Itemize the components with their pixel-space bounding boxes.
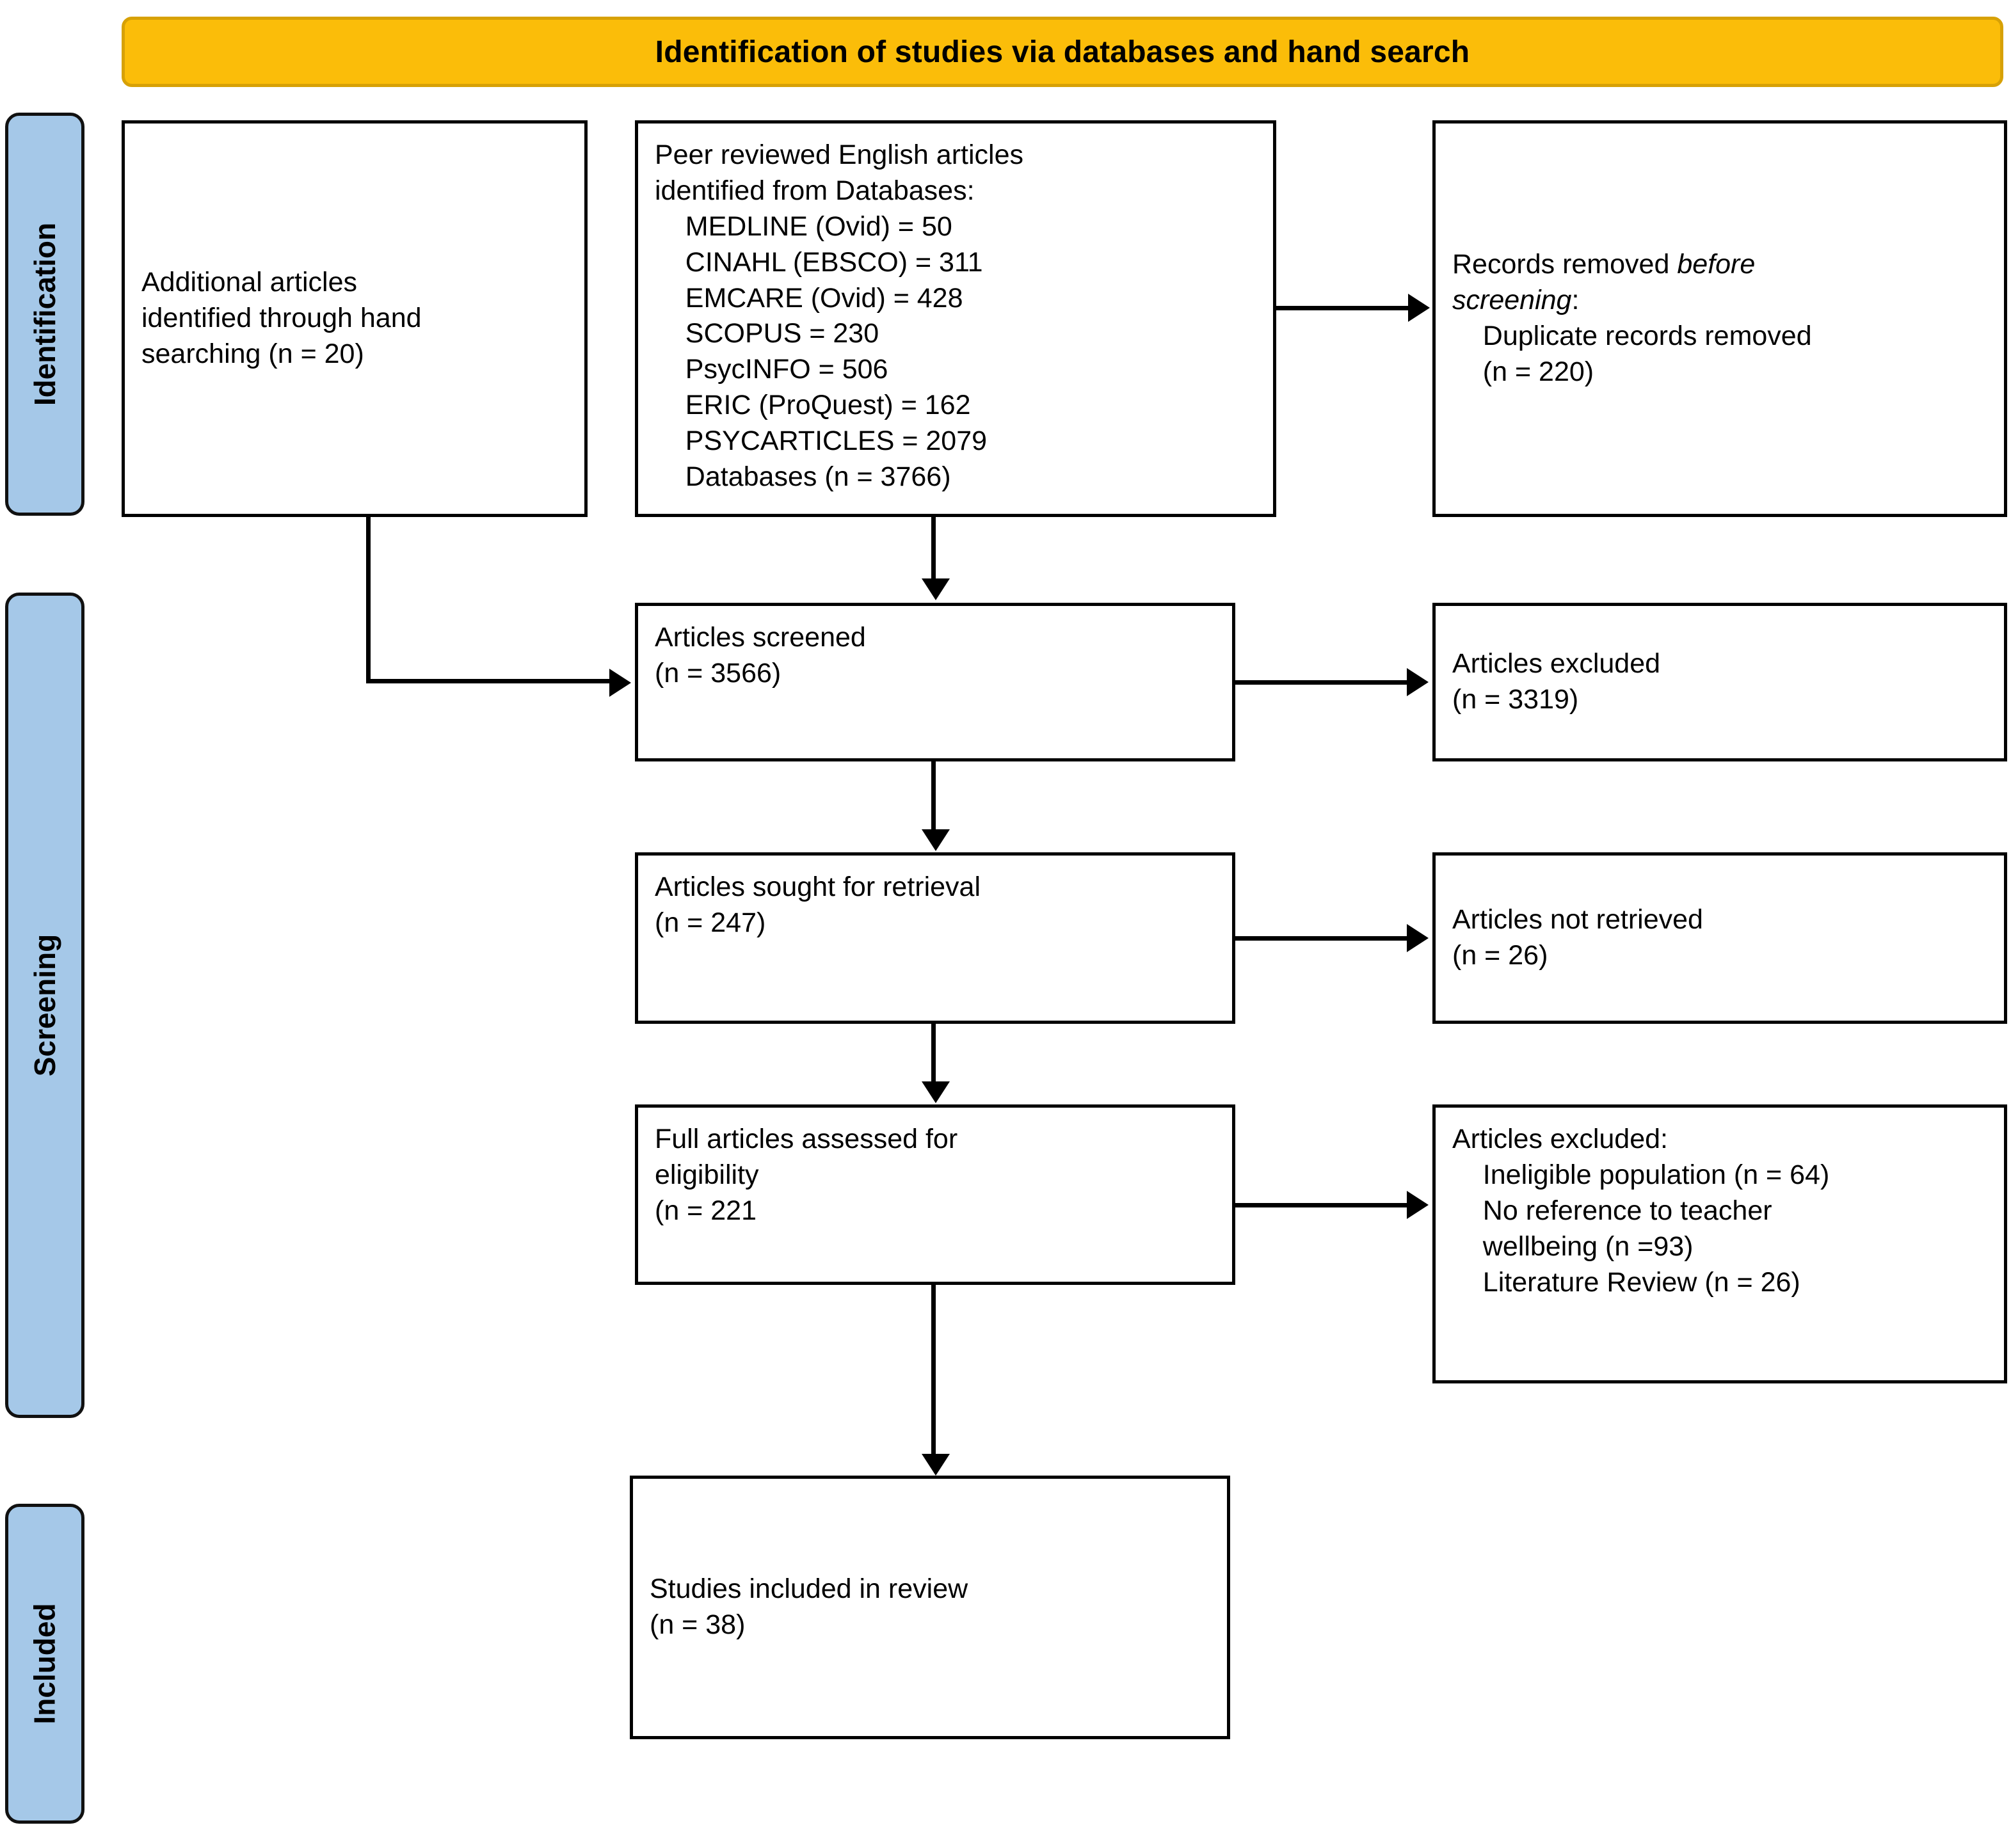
box-hand-search-text: Additional articles identified through h… — [141, 267, 422, 369]
box-articles-excluded: Articles excluded (n = 3319) — [1432, 603, 2007, 761]
box-full-articles-assessed-text: Full articles assessed for eligibility (… — [655, 1124, 958, 1226]
box-articles-screened: Articles screened (n = 3566) — [635, 603, 1235, 761]
records-removed-line1-italic: before — [1677, 249, 1756, 280]
box-records-removed-text: Records removed before screening: Duplic… — [1452, 247, 1812, 390]
box-studies-included: Studies included in review (n = 38) — [630, 1476, 1230, 1739]
connector-screened-to-excluded — [1235, 680, 1409, 685]
box-articles-sought-text: Articles sought for retrieval (n = 247) — [655, 872, 981, 938]
arrowhead-right-icon — [609, 669, 631, 697]
arrowhead-down-icon — [922, 829, 950, 851]
box-articles-excluded-detail: Articles excluded: Ineligible population… — [1432, 1104, 2007, 1383]
stage-bar-included: Included — [5, 1504, 84, 1824]
box-articles-excluded-detail-text: Articles excluded: Ineligible population… — [1452, 1124, 1830, 1298]
arrowhead-right-icon — [1407, 1191, 1429, 1219]
connector-sought-to-eligibility — [931, 1024, 936, 1083]
arrowhead-right-icon — [1407, 668, 1429, 696]
connector-databases-to-screened — [931, 517, 936, 580]
box-studies-included-text: Studies included in review (n = 38) — [650, 1573, 968, 1640]
arrowhead-down-icon — [922, 1081, 950, 1103]
connector-screened-to-sought — [931, 761, 936, 831]
box-articles-sought-for-retrieval: Articles sought for retrieval (n = 247) — [635, 852, 1235, 1024]
connector-databases-to-records-removed — [1276, 306, 1411, 310]
connector-hand-search-horizontal — [366, 679, 612, 683]
stage-label-included: Included — [28, 1603, 61, 1725]
records-removed-line2-italic: screening — [1452, 285, 1572, 316]
stage-bar-screening: Screening — [5, 593, 84, 1418]
connector-eligibility-to-excluded-detail — [1235, 1203, 1409, 1207]
records-removed-line4: (n = 220) — [1452, 356, 1594, 387]
records-removed-line2-plain: : — [1571, 285, 1580, 316]
box-articles-not-retrieved: Articles not retrieved (n = 26) — [1432, 852, 2007, 1024]
stage-bar-identification: Identification — [5, 113, 84, 516]
box-records-removed: Records removed before screening: Duplic… — [1432, 120, 2007, 517]
arrowhead-down-icon — [922, 578, 950, 600]
connector-hand-search-vertical — [366, 517, 371, 683]
arrowhead-down-icon — [922, 1454, 950, 1476]
diagram-header-banner: Identification of studies via databases … — [122, 17, 2003, 87]
arrowhead-right-icon — [1407, 924, 1429, 952]
diagram-title: Identification of studies via databases … — [655, 35, 1470, 69]
stage-label-screening: Screening — [28, 934, 62, 1077]
box-databases-text: Peer reviewed English articles identifie… — [655, 139, 1023, 493]
box-articles-screened-text: Articles screened (n = 3566) — [655, 622, 866, 689]
box-hand-search: Additional articles identified through h… — [122, 120, 588, 517]
box-articles-not-retrieved-text: Articles not retrieved (n = 26) — [1452, 904, 1703, 971]
stage-label-identification: Identification — [28, 222, 62, 406]
arrowhead-right-icon — [1408, 294, 1430, 322]
records-removed-line1-plain: Records removed — [1452, 249, 1678, 280]
records-removed-line3: Duplicate records removed — [1452, 321, 1812, 351]
box-full-articles-assessed: Full articles assessed for eligibility (… — [635, 1104, 1235, 1285]
connector-sought-to-not-retrieved — [1235, 936, 1409, 941]
connector-eligibility-to-included — [931, 1285, 936, 1456]
box-articles-excluded-text: Articles excluded (n = 3319) — [1452, 648, 1661, 715]
box-databases: Peer reviewed English articles identifie… — [635, 120, 1276, 517]
